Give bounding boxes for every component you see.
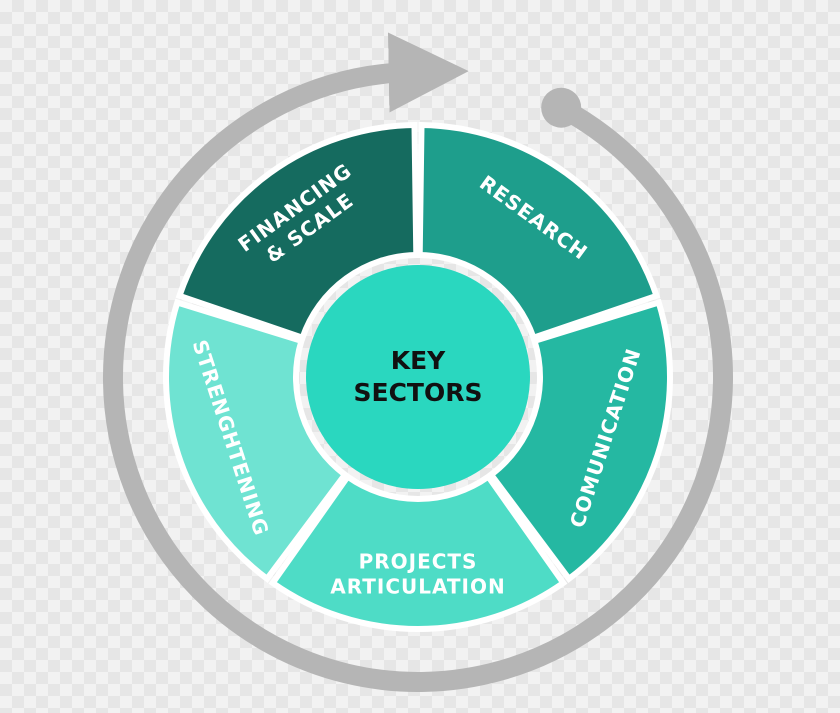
segment-shape-comunication [486,298,673,583]
segment-shape-research [416,121,661,342]
center-label-line1: KEY [391,346,446,375]
segment-research: RESEARCH [416,121,661,342]
segment-strenghtening: STRENGHTENING [163,298,350,583]
segment-comunication: COMUNICATION [486,298,673,583]
segment-shape-projects-articulation [268,472,568,632]
cycle-arrow-start-knob [541,87,582,128]
segment-shape-financing-scale [175,121,420,342]
center-hub: KEY SECTORS [306,265,530,489]
center-circle [306,265,530,489]
segment-label-line: PROJECTS [359,550,478,574]
center-label-line2: SECTORS [354,378,483,407]
segment-financing-scale: FINANCING& SCALE [175,121,420,342]
segment-shape-strenghtening [163,298,350,583]
cycle-arrow [103,32,733,692]
cycle-arrow-path [103,32,733,692]
segment-label-line: ARTICULATION [330,575,505,599]
